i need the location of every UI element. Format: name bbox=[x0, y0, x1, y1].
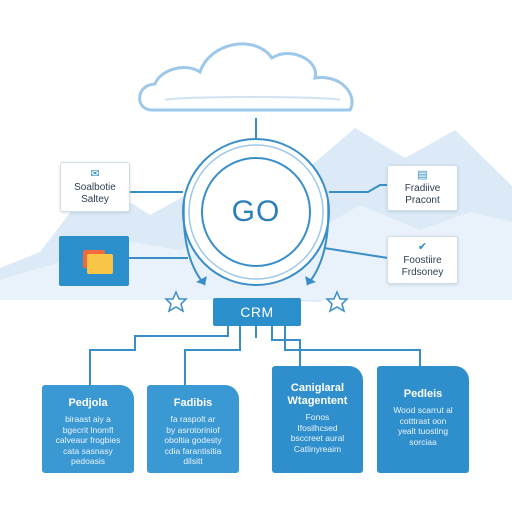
connector-right-mid bbox=[323, 247, 389, 259]
tree-branch-left-inner bbox=[184, 325, 241, 386]
tree-branch-left bbox=[89, 325, 229, 386]
folder-icon bbox=[79, 250, 113, 274]
cloud-inner-line bbox=[164, 96, 341, 101]
card-line: calveaur frogbies bbox=[55, 435, 121, 445]
right-arrowhead bbox=[305, 276, 316, 285]
check-circle-icon: ✔ bbox=[417, 241, 428, 253]
right-top-line2: Pracont bbox=[405, 195, 440, 206]
connector-right-top bbox=[329, 184, 388, 193]
card-caniglaral: Caniglaral Wtagentent Fonos Ifosilhcsed … bbox=[272, 366, 363, 473]
card-pedleis: Pedleis Wood scarrut al cotttrast oon ye… bbox=[377, 366, 469, 473]
card-line: Catlinyreaim bbox=[293, 443, 342, 454]
left-top-line1: Soalbotie bbox=[74, 182, 116, 193]
left-folder-card bbox=[59, 236, 129, 286]
card-line: bsccreet aural bbox=[290, 433, 345, 443]
tree-branch-right bbox=[284, 325, 421, 366]
crm-box: CRM bbox=[213, 298, 301, 326]
card-line: cotttrast oon bbox=[399, 415, 447, 426]
right-top-card: ▤ Fradiive Pracont bbox=[387, 165, 458, 211]
card-line: dilsitt bbox=[183, 456, 203, 466]
card-line: sorciaa bbox=[409, 436, 437, 447]
go-middle-ring bbox=[188, 144, 324, 280]
right-star-icon bbox=[325, 290, 349, 313]
card-line: Fonos bbox=[305, 412, 330, 422]
card-line: yealt tuosting bbox=[397, 426, 449, 436]
card-body: biraast aiy a bgecrit lnomfl calveaur fr… bbox=[56, 414, 121, 467]
card-line: pedoasis bbox=[70, 456, 105, 466]
left-top-card: ✉ Soalbotie Saltey bbox=[60, 162, 130, 212]
right-top-line1: Fradiive bbox=[404, 183, 441, 194]
left-arrowhead bbox=[196, 276, 207, 285]
card-line: cdia farantisitia bbox=[164, 445, 222, 456]
card-line: by asrotoriniof bbox=[166, 424, 220, 435]
go-inner-ring bbox=[201, 157, 311, 267]
card-line: bgecrit lnomfl bbox=[62, 424, 114, 435]
envelope-icon: ✉ bbox=[90, 168, 100, 180]
left-top-line2: Saltey bbox=[81, 194, 109, 205]
card-fadibis: Fadibis fa raspolt ar by asrotoriniof ob… bbox=[147, 385, 239, 473]
card-title: Caniglaral bbox=[290, 382, 345, 394]
card-title: Fadibis bbox=[173, 397, 213, 409]
card-line: biraast aiy a bbox=[65, 414, 111, 424]
card-title-2: Wtagentent bbox=[287, 395, 348, 407]
left-star-icon bbox=[164, 290, 188, 313]
card-body: Wood scarrut al cotttrast oon yealt tuos… bbox=[393, 405, 452, 447]
cloud-icon bbox=[138, 42, 354, 112]
card-title: Pedleis bbox=[403, 388, 443, 400]
right-mid-line2: Frdsoney bbox=[401, 267, 444, 278]
right-mid-line1: Foostiire bbox=[403, 255, 442, 266]
card-line: oboltia godesty bbox=[164, 435, 222, 445]
card-pedjola: Pedjola biraast aiy a bgecrit lnomfl cal… bbox=[42, 385, 134, 473]
card-body: fa raspolt ar by asrotoriniof oboltia go… bbox=[164, 414, 221, 467]
card-line: fa raspolt ar bbox=[170, 414, 216, 424]
right-mid-card: ✔ Foostiire Frdsoney bbox=[387, 236, 458, 284]
go-label: GO bbox=[231, 195, 281, 228]
document-chart-icon: ▤ bbox=[417, 169, 428, 181]
card-body: Fonos Ifosilhcsed bsccreet aural Catliny… bbox=[291, 412, 344, 454]
card-title: Pedjola bbox=[68, 397, 108, 409]
card-line: Ifosilhcsed bbox=[297, 422, 338, 433]
card-line: cata sasnasy bbox=[63, 445, 113, 456]
card-line: Wood scarrut al bbox=[393, 405, 453, 415]
